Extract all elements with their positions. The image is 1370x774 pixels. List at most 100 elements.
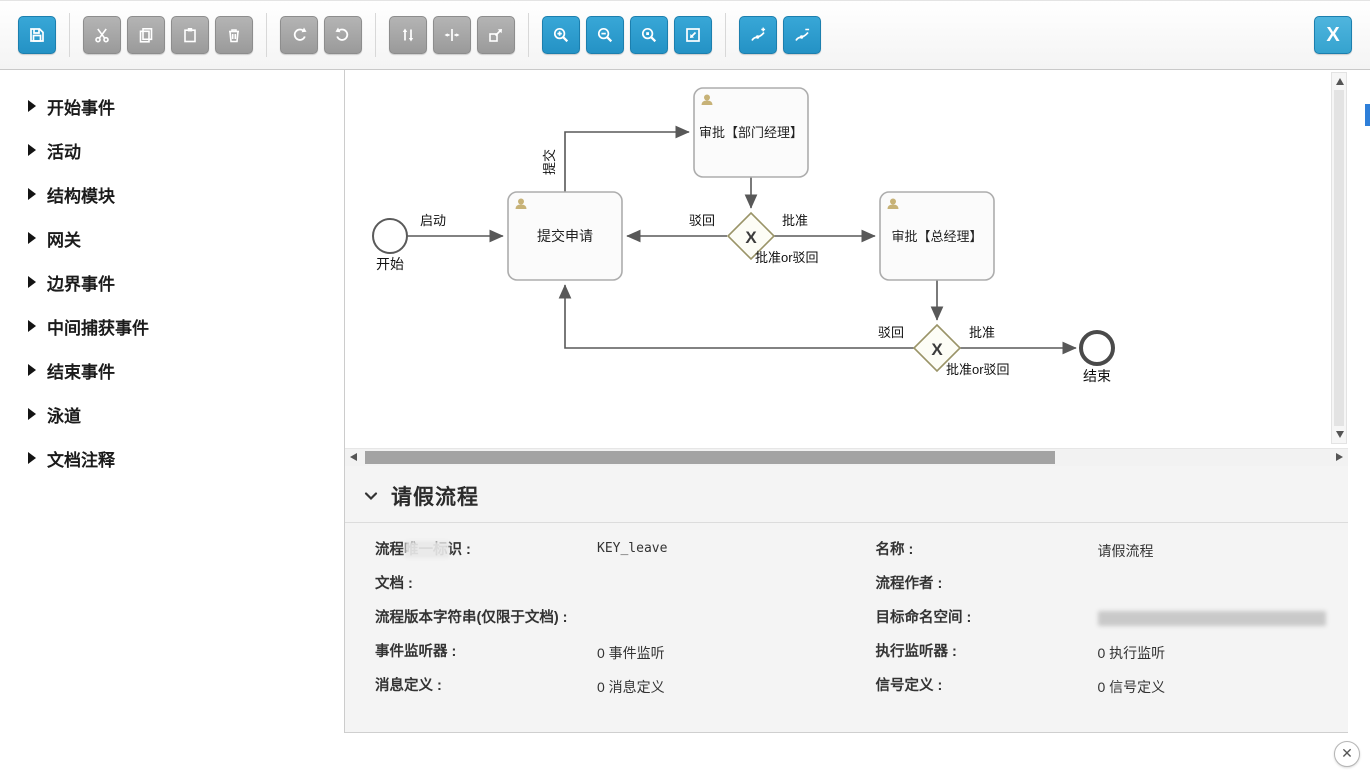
zoom-in-button[interactable] (542, 16, 580, 54)
end-event-label: 结束 (1083, 368, 1111, 384)
properties-left-column: 流程唯一标识 : KEY_leave 文档 : 流程版本字符串(仅限于文档) :… (375, 540, 838, 710)
task-dept-manager-label: 审批【部门经理】 (699, 125, 803, 140)
paste-icon (184, 28, 196, 43)
canvas-vertical-scrollbar[interactable] (1331, 72, 1347, 444)
horizontal-scroll-thumb[interactable] (365, 451, 1055, 464)
process-title: 请假流程 (391, 486, 479, 509)
chevron-right-icon (28, 408, 36, 420)
zoom-in-icon (553, 27, 569, 43)
properties-grid: 流程唯一标识 : KEY_leave 文档 : 流程版本字符串(仅限于文档) :… (345, 523, 1348, 710)
toolbar-separator (528, 13, 529, 57)
property-label: 文档 : (375, 576, 413, 593)
trash-icon (229, 29, 239, 43)
palette-group-label: 开始事件 (47, 98, 115, 118)
chevron-right-icon (28, 188, 36, 200)
zoom-actual-button[interactable] (630, 16, 668, 54)
scroll-left-icon[interactable] (350, 453, 357, 461)
chevron-right-icon (28, 100, 36, 112)
canvas-horizontal-scrollbar[interactable] (345, 448, 1348, 466)
flow-submit-to-deptmgr[interactable] (564, 125, 690, 192)
zoom-actual-icon (641, 27, 657, 43)
task-submit[interactable] (507, 191, 623, 281)
xml-view-button[interactable]: X (1314, 16, 1352, 54)
undo-button[interactable] (324, 16, 362, 54)
property-row-process-id: 流程唯一标识 : KEY_leave (375, 540, 838, 561)
zoom-out-button[interactable] (586, 16, 624, 54)
resize-button[interactable] (477, 16, 515, 54)
remove-bendpoint-icon (795, 28, 810, 41)
palette-group-swimlanes[interactable]: 泳道 (28, 392, 344, 436)
scroll-right-icon[interactable] (1336, 453, 1343, 461)
palette-group-structural[interactable]: 结构模块 (28, 172, 344, 216)
palette-group-label: 边界事件 (47, 274, 115, 294)
gateway-2-label: 批准or驳回 (946, 362, 1010, 377)
save-button[interactable] (18, 16, 56, 54)
property-value: 请假流程 (1097, 543, 1154, 559)
swap-vertical-button[interactable] (389, 16, 427, 54)
redo-button[interactable] (280, 16, 318, 54)
delete-button[interactable] (215, 16, 253, 54)
undo-icon (335, 27, 349, 41)
property-row-event-listeners: 事件监听器 : 0 事件监听 (375, 642, 838, 663)
property-row-execution-listeners: 执行监听器 : 0 执行监听 (876, 642, 1339, 663)
exclusive-gateway-1[interactable] (726, 211, 776, 261)
flow-label-start: 启动 (420, 213, 446, 228)
copy-button[interactable] (127, 16, 165, 54)
chevron-right-icon (28, 144, 36, 156)
end-event[interactable] (1079, 330, 1115, 366)
distribute-horizontal-button[interactable] (433, 16, 471, 54)
user-icon (887, 198, 899, 209)
add-bendpoint-button[interactable] (739, 16, 777, 54)
palette-group-label: 活动 (47, 142, 81, 162)
toolbar: X (0, 0, 1370, 70)
palette-group-gateways[interactable]: 网关 (28, 216, 344, 260)
property-label: 执行监听器 : (875, 644, 957, 661)
palette-group-intermediate-events[interactable]: 中间捕获事件 (28, 304, 344, 348)
task-general-manager-approval[interactable] (879, 191, 995, 281)
cut-icon (95, 28, 109, 43)
property-label: 流程唯一标识 : (375, 542, 471, 558)
palette-group-start-events[interactable]: 开始事件 (28, 84, 344, 128)
remove-bendpoint-button[interactable] (783, 16, 821, 54)
chevron-right-icon (28, 276, 36, 288)
zoom-fit-button[interactable] (674, 16, 712, 54)
properties-right-column: 名称 : 请假流程 流程作者 : 目标命名空间 : 执行监听器 : 0 执行监听 (876, 540, 1339, 710)
bottom-strip: ✕ (0, 733, 1370, 774)
flow-gateway2-reject-to-submit[interactable] (558, 284, 914, 349)
flow-label-reject-2: 驳回 (878, 325, 904, 340)
copy-icon (139, 27, 153, 43)
scroll-down-icon[interactable] (1336, 431, 1344, 438)
property-label: 目标命名空间 : (875, 610, 972, 627)
scroll-up-icon[interactable] (1336, 78, 1344, 85)
exclusive-gateway-2[interactable] (912, 323, 962, 373)
close-button[interactable]: ✕ (1334, 740, 1360, 767)
property-label: 消息定义 : (375, 678, 442, 695)
gateway-2-symbol: X (931, 340, 943, 359)
property-label: 流程版本字符串(仅限于文档) : (375, 610, 568, 627)
start-event[interactable] (372, 218, 408, 254)
diagram-canvas[interactable]: 开始 启动 提交申请 审批【部门经理】 (345, 70, 1348, 448)
toolbar-separator (725, 13, 726, 57)
palette-group-end-events[interactable]: 结束事件 (28, 348, 344, 392)
property-row-signal-definitions: 信号定义 : 0 信号定义 (876, 676, 1339, 697)
flow-label-reject-1: 驳回 (689, 213, 715, 228)
palette-group-boundary-events[interactable]: 边界事件 (28, 260, 344, 304)
paste-button[interactable] (171, 16, 209, 54)
task-general-manager-label: 审批【总经理】 (891, 229, 982, 244)
task-dept-manager-approval[interactable] (693, 87, 809, 178)
cut-button[interactable] (83, 16, 121, 54)
vertical-scroll-thumb[interactable] (1334, 90, 1344, 426)
palette-group-label: 结束事件 (47, 362, 115, 382)
resize-icon (489, 29, 502, 42)
property-value: 0 信号定义 (1097, 679, 1166, 696)
property-row-author: 流程作者 : (876, 574, 1339, 595)
editor-column: 开始 启动 提交申请 审批【部门经理】 (345, 70, 1348, 733)
property-value: KEY_leave (597, 541, 668, 556)
add-bendpoint-icon (751, 27, 766, 41)
property-row-version-string: 流程版本字符串(仅限于文档) : (375, 608, 838, 629)
palette-group-annotation[interactable]: 文档注释 (28, 436, 344, 480)
palette-group-activities[interactable]: 活动 (28, 128, 344, 172)
palette-group-label: 文档注释 (47, 450, 115, 470)
properties-panel: 请假流程 流程唯一标识 : KEY_leave 文档 : 流程版本字符串(仅限于… (345, 466, 1348, 733)
collapse-chevron-icon[interactable] (363, 488, 379, 504)
